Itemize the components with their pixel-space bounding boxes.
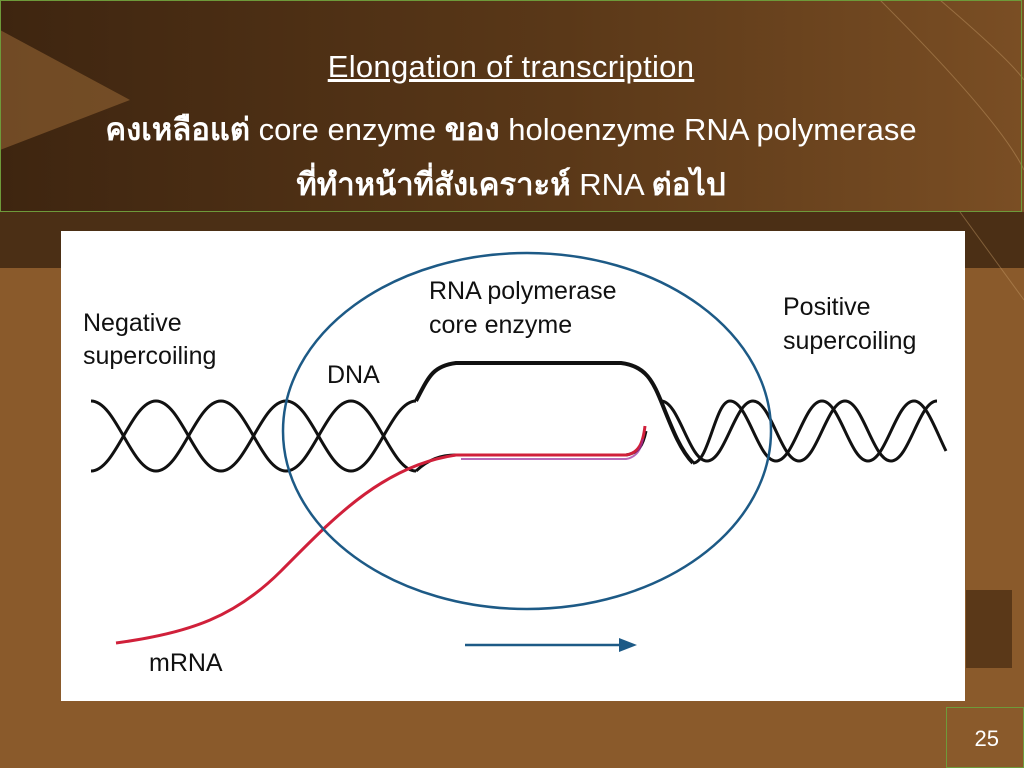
dna-strand-right-a (660, 399, 938, 463)
subtitle-en-text-2: holoenzyme RNA polymerase (499, 112, 917, 147)
dna-bubble-bottom-strand (414, 430, 648, 473)
dna-strand-left-b (90, 399, 417, 473)
transcription-diagram: Negative supercoiling DNA RNA polymerase… (61, 231, 965, 701)
label-positive-supercoiling-2: supercoiling (783, 327, 916, 355)
subtitle-line-3: ที่ทำหน้าที่สังเคราะห์ RNA ต่อไป (1, 159, 1021, 209)
mrna-highlight (461, 438, 644, 460)
subtitle-en-text-3: RNA (570, 167, 652, 202)
direction-arrow-head (619, 638, 637, 652)
title-box: Elongation of transcription คงเหลือแต่ c… (0, 0, 1022, 212)
page-number-box: 25 (946, 707, 1024, 768)
rna-polymerase-ellipse (281, 251, 773, 611)
mrna-strand (115, 425, 647, 645)
label-mrna: mRNA (149, 649, 223, 677)
subtitle-thai-text-2: ของ (444, 112, 500, 148)
subtitle-thai-text-1: คงเหลือแต่ (105, 112, 250, 148)
label-rna-polymerase-2: core enzyme (429, 311, 572, 339)
label-rna-polymerase-1: RNA polymerase (429, 277, 617, 305)
label-dna: DNA (327, 361, 380, 389)
subtitle-line-2: คงเหลือแต่ core enzyme ของ holoenzyme RN… (1, 104, 1021, 154)
label-positive-supercoiling-1: Positive (783, 293, 871, 321)
subtitle-en-text-1: core enzyme (250, 112, 445, 147)
dna-strand-right-b (692, 399, 948, 465)
dna-bubble-top-strand (414, 361, 695, 465)
slide-title: Elongation of transcription (327, 49, 695, 84)
label-negative-supercoiling-1: Negative (83, 309, 182, 337)
page-number: 25 (974, 726, 999, 751)
label-negative-supercoiling-2: supercoiling (83, 342, 216, 370)
subtitle-thai-text-3: ที่ทำหน้าที่สังเคราะห์ (296, 167, 571, 203)
subtitle-thai-text-4: ต่อไป (651, 167, 726, 203)
